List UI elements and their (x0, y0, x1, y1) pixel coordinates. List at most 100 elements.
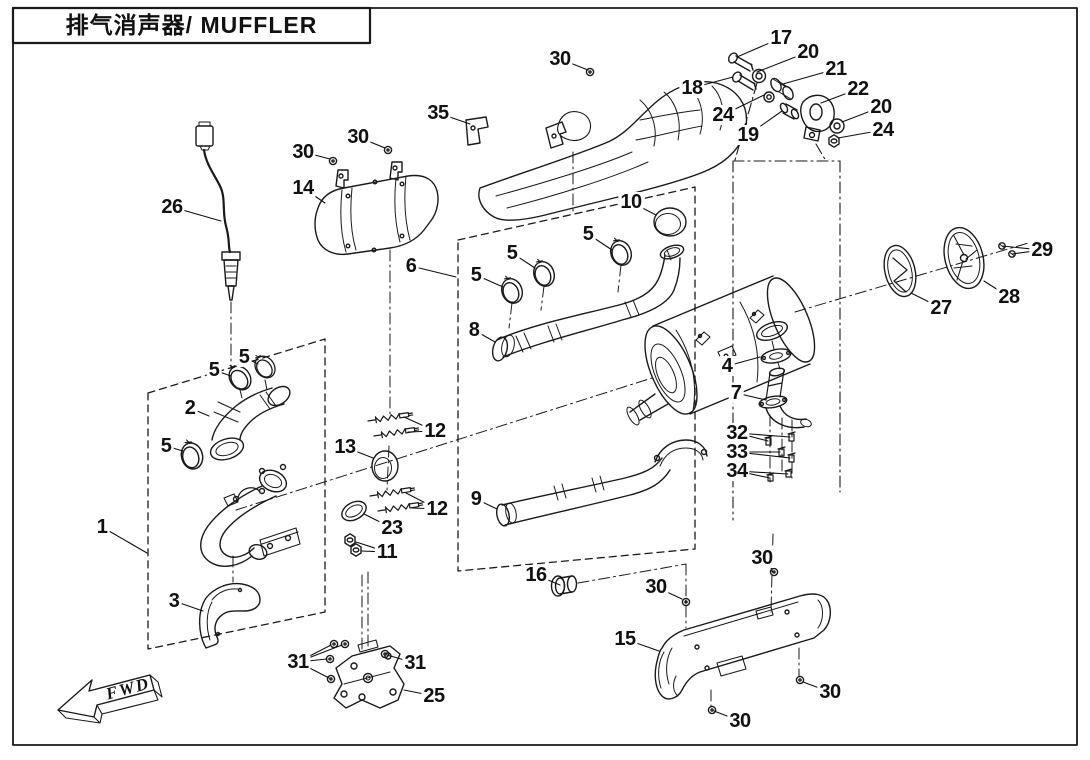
bolt-30 (383, 145, 393, 155)
callout-1: 1 (94, 516, 110, 538)
page-border (11, 6, 1078, 746)
leader-line (410, 265, 457, 278)
bolt-17 (733, 55, 754, 72)
callout-32: 32 (724, 422, 750, 444)
pin-19 (779, 102, 800, 120)
callout-5: 5 (158, 435, 174, 457)
shield-mount-tab (465, 116, 489, 146)
bolt-30 (795, 675, 805, 685)
callout-9: 9 (468, 488, 484, 510)
bolt-30 (769, 567, 779, 577)
bolt-30 (328, 156, 338, 166)
callout-27: 27 (928, 297, 954, 319)
callout-12: 12 (424, 498, 450, 520)
bolt-31 (326, 674, 336, 684)
callout-30: 30 (290, 141, 316, 163)
part-heat-shield-3 (198, 582, 261, 649)
callout-18: 18 (679, 77, 705, 99)
stud-12 (376, 500, 424, 515)
bolt-31 (340, 639, 350, 649)
callout-23: 23 (379, 517, 405, 539)
callout-7: 7 (728, 382, 744, 404)
gasket-10 (653, 207, 687, 237)
washer-20 (833, 122, 841, 130)
callout-16: 16 (523, 564, 549, 586)
callout-25: 25 (421, 685, 447, 707)
fasteners-32-33-34 (764, 431, 796, 482)
callout-26: 26 (159, 196, 185, 218)
callout-11: 11 (374, 541, 400, 563)
callout-12: 12 (422, 420, 448, 442)
callout-30: 30 (817, 681, 843, 703)
drain-pipe-7 (758, 367, 812, 429)
nut-11 (344, 533, 356, 547)
fwd-arrow (57, 674, 163, 724)
callout-20: 20 (795, 41, 821, 63)
callout-33: 33 (724, 441, 750, 463)
callout-5: 5 (236, 346, 252, 368)
callout-6: 6 (403, 255, 419, 277)
assembly-box-6 (457, 186, 696, 572)
part-bushing-16 (550, 575, 578, 597)
flange-ring-4 (760, 348, 792, 364)
leader-line (101, 526, 148, 554)
callout-14: 14 (290, 177, 316, 199)
part-heat-shield-14 (314, 145, 439, 256)
part-oxygen-sensor-26 (195, 121, 241, 301)
callout-30: 30 (643, 576, 669, 598)
bracket-22 (800, 94, 835, 142)
callout-30: 30 (345, 126, 371, 148)
callout-17: 17 (768, 27, 794, 49)
callout-35: 35 (425, 102, 451, 124)
hanger-reference-box (732, 82, 841, 521)
callout-5: 5 (504, 242, 520, 264)
callout-5: 5 (580, 223, 596, 245)
bolt-30 (707, 705, 717, 715)
callout-15: 15 (612, 628, 638, 650)
centerlines (230, 151, 1036, 708)
callout-34: 34 (724, 460, 750, 482)
bolt-31 (329, 639, 339, 649)
clamp-5 (528, 254, 559, 290)
nut-11 (350, 543, 362, 557)
callout-30: 30 (547, 48, 573, 70)
clamp-5 (176, 436, 207, 473)
callout-28: 28 (996, 286, 1022, 308)
callout-21: 21 (823, 58, 849, 80)
callout-24: 24 (870, 119, 896, 141)
callout-13: 13 (332, 436, 358, 458)
callout-4: 4 (719, 355, 735, 377)
callout-10: 10 (618, 191, 644, 213)
page-title: 排气消声器/ MUFFLER (65, 12, 318, 38)
callout-5: 5 (206, 359, 222, 381)
part-front-u-pipe (200, 463, 301, 567)
part-seal-ring-13 (371, 450, 399, 482)
part-bottom-heat-shield-15 (654, 593, 832, 700)
title-box-frame (11, 6, 372, 45)
part-gasket-23 (341, 500, 367, 522)
nut-24 (828, 134, 840, 148)
callout-22: 22 (845, 78, 871, 100)
part-end-cap-27 (883, 244, 917, 298)
callout-30: 30 (749, 547, 775, 569)
callout-20: 20 (868, 96, 894, 118)
callout-2: 2 (182, 397, 198, 419)
callout-30: 30 (727, 710, 753, 732)
washer-24 (766, 94, 772, 100)
bushing-21 (770, 77, 794, 101)
part-muffler-body (626, 275, 816, 482)
callout-31: 31 (285, 651, 311, 673)
callout-5: 5 (468, 264, 484, 286)
callout-24: 24 (710, 104, 736, 126)
washer-20 (755, 72, 763, 80)
part-elbow-pipe-2 (176, 349, 291, 473)
part-spark-arrestor-28 (943, 226, 985, 290)
callout-3: 3 (166, 590, 182, 612)
callout-31: 31 (402, 652, 428, 674)
part-pipe-8 (491, 207, 687, 362)
stud-12 (372, 425, 420, 440)
callout-8: 8 (466, 319, 482, 341)
callout-29: 29 (1029, 239, 1055, 261)
